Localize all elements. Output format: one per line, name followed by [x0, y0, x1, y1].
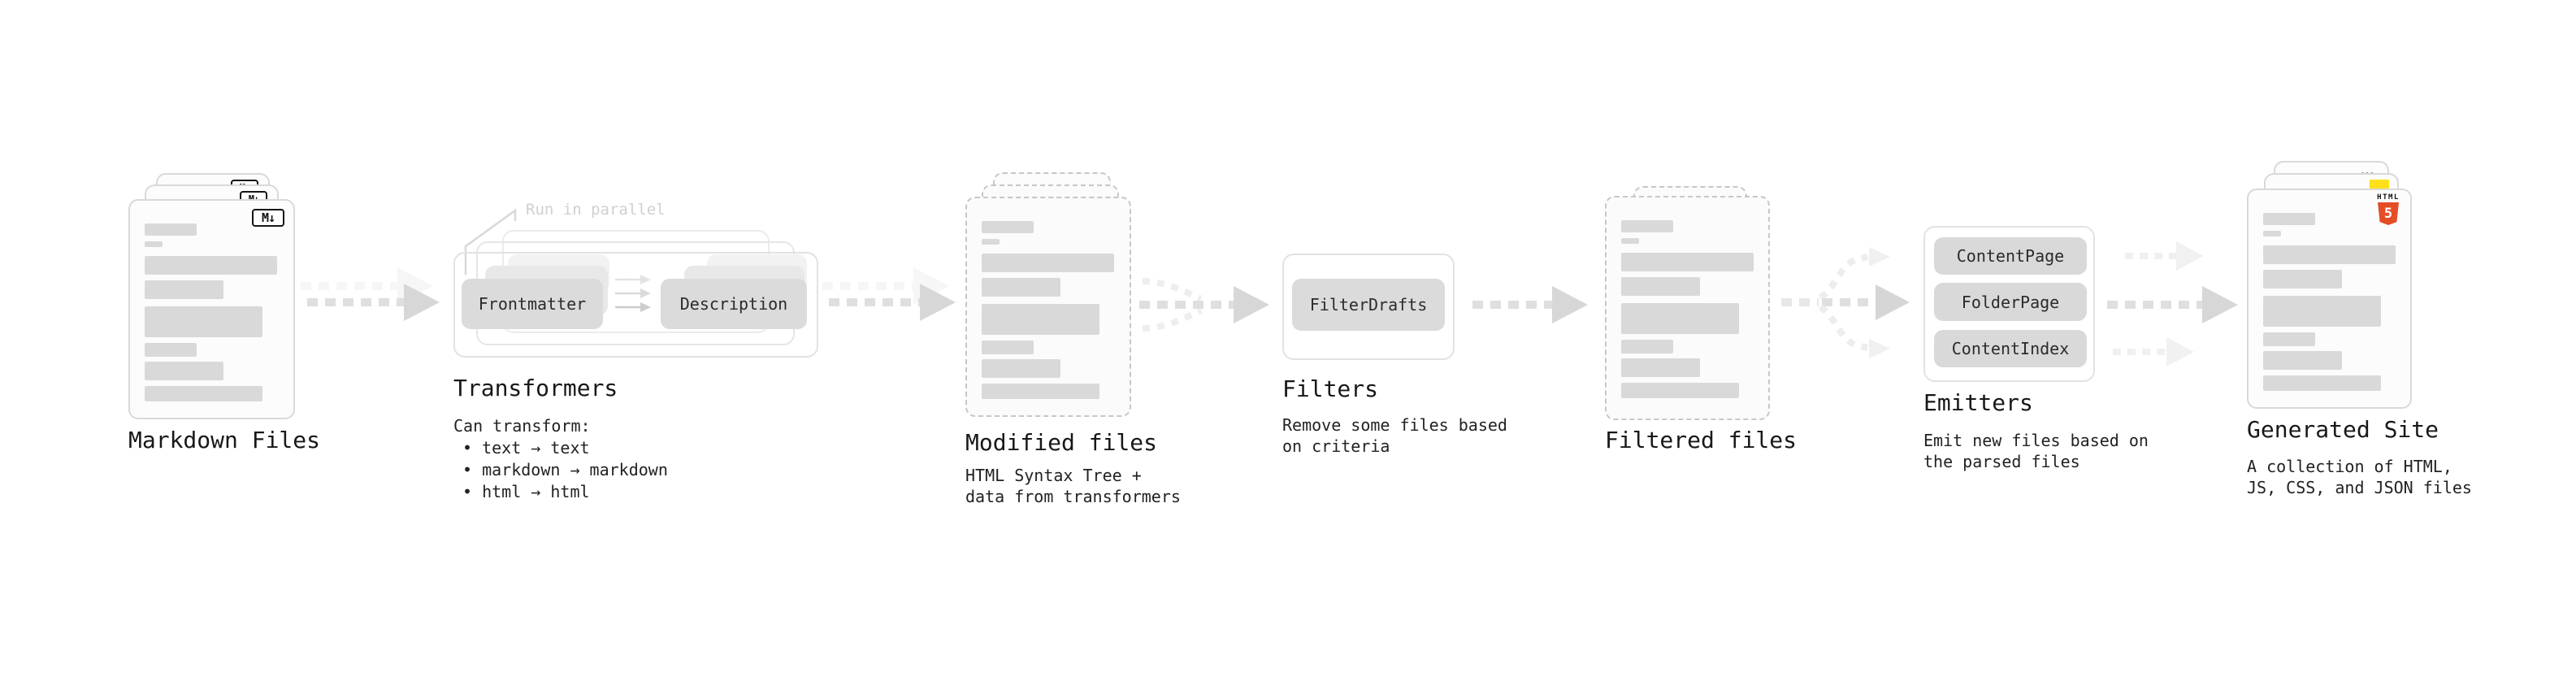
generated-site-label: Generated Site [2247, 416, 2439, 443]
transformers-title: Transformers [453, 375, 618, 401]
filters-caption: Remove some files based on criteria [1282, 415, 1507, 456]
filterdrafts-plugin-box: FilterDrafts [1292, 279, 1445, 331]
document-text-placeholder [2263, 213, 2396, 391]
note-item: • markdown → markdown [462, 460, 668, 479]
transformer-frame [453, 252, 818, 358]
document-text-placeholder [145, 223, 277, 401]
note-item: • text → text [462, 438, 590, 458]
modified-files-caption: HTML Syntax Tree + data from transformer… [965, 466, 1181, 506]
markdown-icon: M↓ [252, 209, 284, 227]
html5-icon-shield: 5 [2378, 202, 2399, 225]
filters-frame [1282, 254, 1455, 360]
run-in-parallel-label: Run in parallel [526, 201, 666, 219]
generated-site-caption: A collection of HTML, JS, CSS, and JSON … [2247, 457, 2472, 497]
document-text-placeholder [1621, 220, 1754, 398]
document-text-placeholder [982, 221, 1114, 399]
arrow-markdown-to-transformers [301, 267, 440, 321]
folderpage-plugin-box: FolderPage [1934, 283, 2087, 321]
arrow-modified-to-filters [1139, 278, 1269, 332]
note-item: • html → html [462, 482, 590, 501]
markdown-files-label: Markdown Files [128, 427, 321, 453]
markdown-file-card: M↓ [128, 199, 295, 419]
filters-title: Filters [1282, 375, 1379, 402]
contentindex-plugin-box: ContentIndex [1934, 330, 2087, 367]
emitters-title: Emitters [1923, 389, 2033, 416]
html5-icon-label: HTML [2377, 193, 2400, 202]
arrow-transformers-to-modified [822, 267, 956, 321]
arrow-filtered-to-emitters [1781, 247, 1910, 358]
notes-heading: Can transform: [453, 416, 591, 436]
js-icon [2370, 180, 2389, 190]
filtered-file-card [1605, 196, 1770, 420]
transformers-notes: Can transform: • text → text • markdown … [453, 415, 668, 503]
filtered-files-label: Filtered files [1605, 427, 1798, 453]
arrow-emitters-to-site [2107, 241, 2238, 367]
contentpage-plugin-box: ContentPage [1934, 237, 2087, 275]
emitters-frame [1923, 226, 2095, 382]
emitters-caption: Emit new files based on the parsed files [1923, 431, 2149, 471]
site-file-card-html: HTML 5 [2247, 189, 2412, 409]
description-plugin-box: Description [661, 279, 807, 329]
html5-icon: HTML 5 [2374, 193, 2403, 225]
arrow-filters-to-filtered [1472, 286, 1588, 323]
modified-files-label: Modified files [965, 429, 1158, 456]
modified-file-card [965, 197, 1131, 417]
frontmatter-plugin-box: Frontmatter [462, 279, 603, 329]
